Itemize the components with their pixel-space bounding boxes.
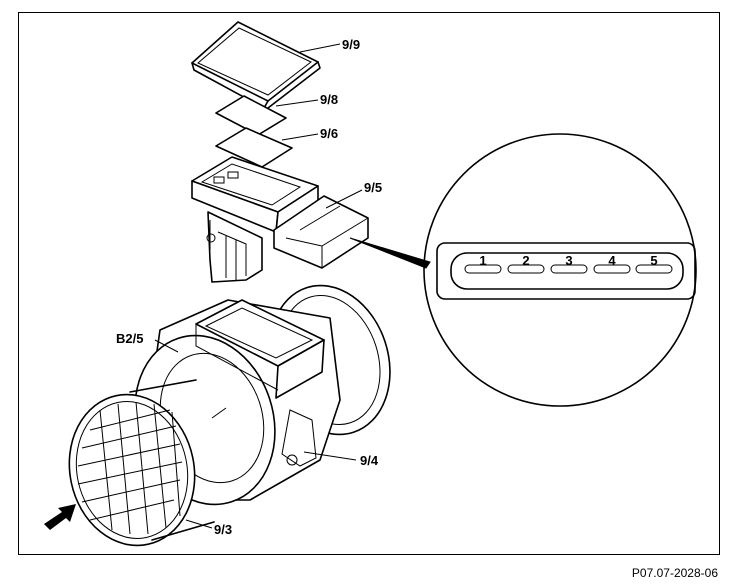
label-9-3: 9/3 xyxy=(214,522,232,537)
label-b2-5: B2/5 xyxy=(116,331,143,346)
pin-5-label: 5 xyxy=(650,253,657,268)
pin-4-label: 4 xyxy=(608,253,616,268)
pin-2-label: 2 xyxy=(522,253,529,268)
diagram-frame xyxy=(18,12,720,555)
detail-arrow xyxy=(349,237,431,269)
leader-lines xyxy=(154,43,363,529)
airflow-meter-tube xyxy=(68,284,391,547)
figure-reference: P07.07-2028-06 xyxy=(631,566,718,580)
plate-part xyxy=(215,127,293,168)
label-9-6: 9/6 xyxy=(320,126,338,141)
pin-1-label: 1 xyxy=(479,253,486,268)
pin-3-label: 3 xyxy=(565,253,572,268)
label-9-5: 9/5 xyxy=(364,180,382,195)
label-9-8: 9/8 xyxy=(320,92,338,107)
label-9-9: 9/9 xyxy=(342,37,360,52)
cover-part xyxy=(191,21,321,109)
electronics-housing xyxy=(191,156,369,283)
gasket-part xyxy=(215,95,287,136)
connector-detail: 1 2 3 4 5 xyxy=(423,133,697,407)
airflow-arrow xyxy=(44,504,76,530)
label-9-4: 9/4 xyxy=(360,453,379,468)
